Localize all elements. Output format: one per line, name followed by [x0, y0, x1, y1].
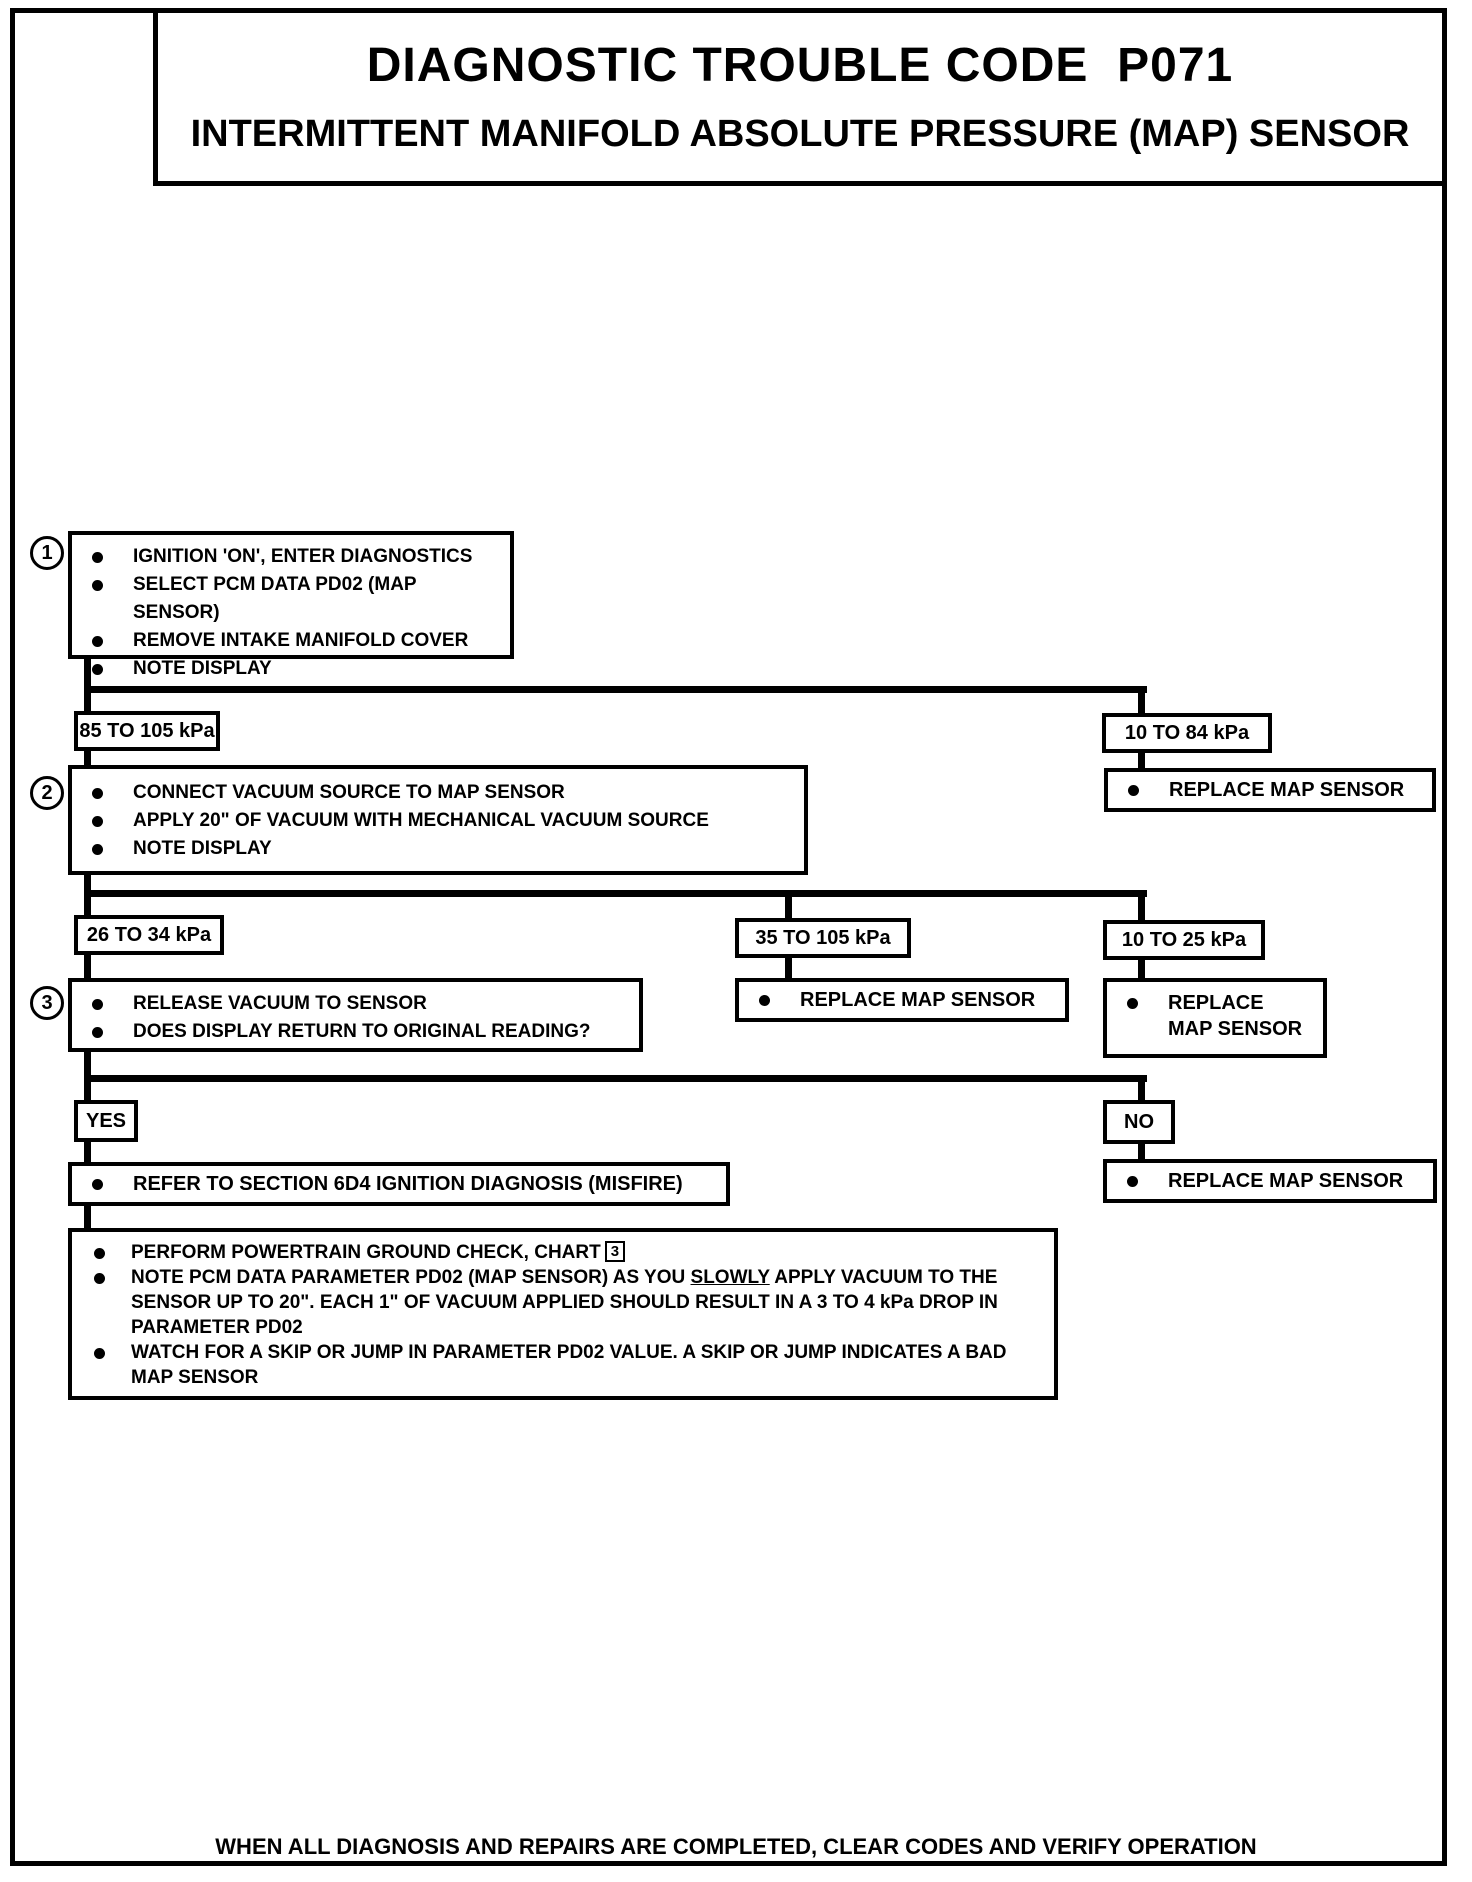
chart-number-box: 3 [604, 1241, 626, 1262]
list-item: REPLACE MAP SENSOR [739, 982, 1065, 1018]
action-replace-map-sensor-branch1: REPLACE MAP SENSOR [1104, 768, 1436, 812]
branch-label-26-34-kpa: 26 TO 34 kPa [74, 915, 224, 955]
bullet-icon [92, 664, 103, 675]
step1-bullet-2: SELECT PCM DATA PD02 (MAP SENSOR) [133, 574, 417, 623]
step2-box: CONNECT VACUUM SOURCE TO MAP SENSOR APPL… [68, 765, 808, 875]
action-replace-map-sensor-no: REPLACE MAP SENSOR [1103, 1159, 1437, 1203]
final-bullet-1-text: PERFORM POWERTRAIN GROUND CHECK, CHART [131, 1242, 601, 1263]
action-text-line2: MAP SENSOR [1168, 1018, 1303, 1040]
step3-number: 3 [41, 991, 53, 1014]
step2-number-badge: 2 [30, 776, 64, 810]
bullet-icon [92, 636, 103, 647]
final-bullet-3: WATCH FOR A SKIP OR JUMP IN PARAMETER PD… [131, 1342, 1007, 1388]
action-text: REFER TO SECTION 6D4 IGNITION DIAGNOSIS … [133, 1173, 683, 1195]
branch-label-text: 10 TO 25 kPa [1121, 928, 1247, 951]
action-text: REPLACE MAP SENSOR [1168, 1170, 1404, 1192]
bullet-icon [92, 552, 103, 563]
branch-label-35-105-kpa: 35 TO 105 kPa [735, 918, 911, 958]
connector-step1-down [84, 657, 91, 693]
list-item: REFER TO SECTION 6D4 IGNITION DIAGNOSIS … [72, 1166, 726, 1202]
branch-label-10-25-kpa: 10 TO 25 kPa [1103, 920, 1265, 960]
branch-label-text: YES [85, 1109, 127, 1132]
branch-label-yes: YES [74, 1100, 138, 1142]
list-item: NOTE DISPLAY [92, 655, 502, 683]
branch-label-text: 10 TO 84 kPa [1124, 721, 1250, 744]
action-text: REPLACE MAP SENSOR [1168, 990, 1302, 1042]
branch-label-no: NO [1103, 1100, 1175, 1144]
list-item: APPLY 20" OF VACUUM WITH MECHANICAL VACU… [92, 807, 796, 835]
page-title: DIAGNOSTIC TROUBLE CODE P071 [366, 39, 1234, 92]
list-item: REPLACE MAP SENSOR [1107, 1163, 1433, 1199]
branch-label-text: 35 TO 105 kPa [755, 926, 891, 949]
list-item: SELECT PCM DATA PD02 (MAP SENSOR) [92, 571, 502, 627]
step2-bullet-1: CONNECT VACUUM SOURCE TO MAP SENSOR [133, 782, 565, 803]
bullet-icon [92, 788, 103, 799]
connector-branch2-horizontal [84, 890, 1147, 897]
step3-box: RELEASE VACUUM TO SENSOR DOES DISPLAY RE… [68, 978, 643, 1052]
final-bullet-2-pre: NOTE PCM DATA PARAMETER PD02 (MAP SENSOR… [131, 1267, 686, 1288]
step2-number: 2 [41, 781, 53, 804]
list-item: WATCH FOR A SKIP OR JUMP IN PARAMETER PD… [94, 1340, 1042, 1390]
step1-number: 1 [41, 541, 53, 564]
list-item: DOES DISPLAY RETURN TO ORIGINAL READING? [92, 1018, 631, 1046]
branch-label-text: NO [1124, 1110, 1154, 1133]
step2-bullet-2: APPLY 20" OF VACUUM WITH MECHANICAL VACU… [133, 810, 709, 831]
bullet-icon [1127, 998, 1138, 1009]
action-replace-map-sensor-mid: REPLACE MAP SENSOR [735, 978, 1069, 1022]
connector-yesno-horizontal [84, 1075, 1147, 1082]
list-item: RELEASE VACUUM TO SENSOR [92, 990, 631, 1018]
action-replace-map-sensor-right: REPLACE MAP SENSOR [1103, 978, 1327, 1058]
list-item: REPLACE MAP SENSOR [1127, 990, 1315, 1042]
list-item: IGNITION 'ON', ENTER DIAGNOSTICS [92, 543, 502, 571]
bullet-icon [94, 1348, 105, 1359]
bullet-icon [92, 1027, 103, 1038]
action-text: REPLACE MAP SENSOR [800, 989, 1036, 1011]
bullet-icon [94, 1273, 105, 1284]
step1-bullet-1: IGNITION 'ON', ENTER DIAGNOSTICS [133, 546, 473, 567]
step1-number-badge: 1 [30, 536, 64, 570]
connector-branch1-horizontal [84, 686, 1147, 693]
action-text: REPLACE MAP SENSOR [1169, 779, 1405, 801]
bullet-icon [94, 1248, 105, 1259]
bullet-icon [92, 816, 103, 827]
bullet-icon [92, 580, 103, 591]
page-subtitle: INTERMITTENT MANIFOLD ABSOLUTE PRESSURE … [190, 113, 1410, 155]
final-bullet-2-post: APPLY VACUUM TO THE SENSOR UP TO 20". EA… [131, 1267, 998, 1338]
list-item: REMOVE INTAKE MANIFOLD COVER [92, 627, 502, 655]
list-item: NOTE DISPLAY [92, 835, 796, 863]
branch-label-85-105-kpa: 85 TO 105 kPa [74, 711, 220, 751]
step1-bullet-3: REMOVE INTAKE MANIFOLD COVER [133, 630, 469, 651]
step3-number-badge: 3 [30, 986, 64, 1020]
connector-step2-down [84, 875, 91, 897]
final-bullet-2-emphasis: SLOWLY [690, 1267, 770, 1288]
title-box: DIAGNOSTIC TROUBLE CODE P071 INTERMITTEN… [153, 8, 1447, 186]
bullet-icon [92, 999, 103, 1010]
step3-bullet-2: DOES DISPLAY RETURN TO ORIGINAL READING? [133, 1021, 591, 1042]
list-item: REPLACE MAP SENSOR [1108, 772, 1432, 808]
branch-label-10-84-kpa: 10 TO 84 kPa [1102, 713, 1272, 753]
list-item: CONNECT VACUUM SOURCE TO MAP SENSOR [92, 779, 796, 807]
step2-bullet-3: NOTE DISPLAY [133, 838, 272, 859]
footer-note: WHEN ALL DIAGNOSIS AND REPAIRS ARE COMPL… [215, 1834, 1257, 1859]
bullet-icon [1128, 784, 1139, 796]
action-text-line1: REPLACE [1168, 992, 1264, 1014]
step1-box: IGNITION 'ON', ENTER DIAGNOSTICS SELECT … [68, 531, 514, 679]
branch-label-text: 85 TO 105 kPa [79, 719, 215, 742]
bullet-icon [1127, 1175, 1138, 1187]
connector-step3-down [84, 1052, 91, 1082]
step1-bullet-4: NOTE DISPLAY [133, 658, 272, 679]
bullet-icon [92, 1178, 103, 1190]
list-item: NOTE PCM DATA PARAMETER PD02 (MAP SENSOR… [94, 1265, 1042, 1340]
branch-label-text: 26 TO 34 kPa [86, 923, 212, 946]
bullet-icon [759, 994, 770, 1006]
step3-bullet-1: RELEASE VACUUM TO SENSOR [133, 993, 427, 1014]
final-bullet-2: NOTE PCM DATA PARAMETER PD02 (MAP SENSOR… [131, 1265, 1036, 1340]
action-refer-ignition-diagnosis: REFER TO SECTION 6D4 IGNITION DIAGNOSIS … [68, 1162, 730, 1206]
bullet-icon [92, 844, 103, 855]
connector-refer-down [84, 1206, 91, 1232]
